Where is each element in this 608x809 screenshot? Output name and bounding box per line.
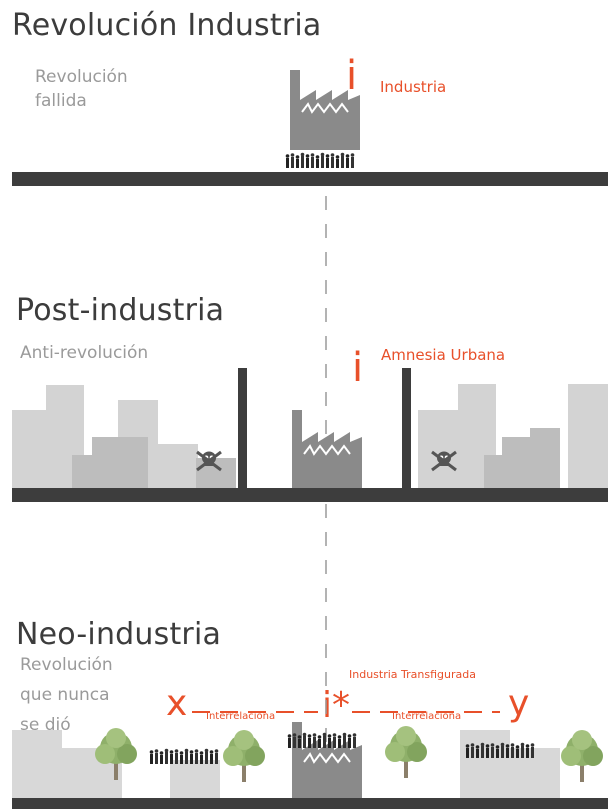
buildings-right-back [484,428,560,488]
factory-1 [290,70,360,150]
left-variable-x: x [166,683,188,724]
section-1-subtitle-line-2: fallida [35,91,87,111]
factory-3 [292,722,362,798]
tree-4 [561,730,603,782]
link-label-right: Interrelaciona [392,711,462,722]
section-3-label: Industria Transfigurada [349,668,476,681]
link-label-left: Interrelaciona [206,711,276,722]
ground-line-2 [12,488,608,502]
right-variable-y: y [508,683,530,724]
section-2-title: Post-industria [16,293,225,328]
section-1-label: Industria [380,78,447,96]
section-1-marker: i [346,53,358,99]
buildings-right [418,384,608,488]
section-1-subtitle-line-1: Revolución [35,67,128,87]
section-3-title: Neo-industria [16,617,222,652]
section-3-subtitle-line-1: Revolución [20,655,113,675]
chimney-right [402,368,411,488]
tree-2 [223,730,265,782]
section-3-subtitle-line-2: que nunca [20,685,110,705]
section-2-marker: i [352,345,364,391]
section-1-title: Revolución Industria [12,8,322,43]
section-2-subtitle-line-1: Anti-revolución [20,343,149,363]
tree-3 [385,726,427,778]
section-2-label: Amnesia Urbana [381,346,506,364]
ground-line-1 [12,172,608,186]
ground-line-3 [12,798,608,809]
buildings-bottom [12,730,560,798]
chimney-left [238,368,247,488]
crowd-1 [285,152,355,168]
factory-2 [292,410,362,488]
buildings-left-back [72,437,236,488]
